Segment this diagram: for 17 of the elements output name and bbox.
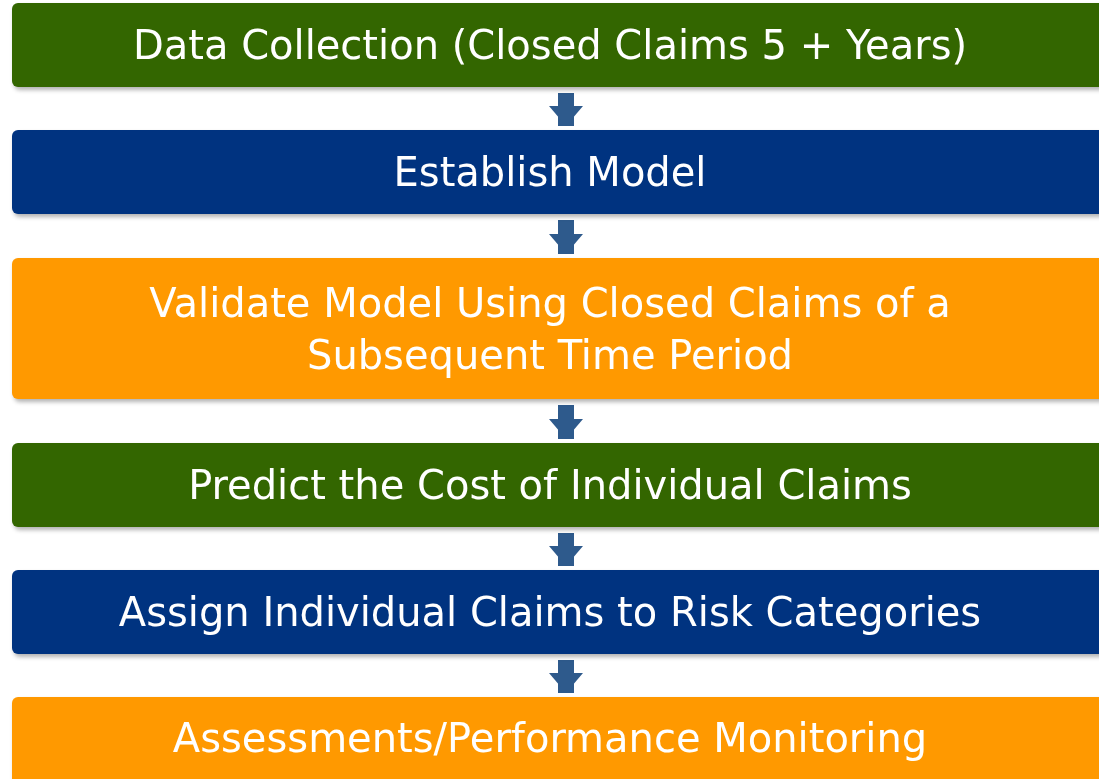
down-arrow [549,405,583,439]
process-box [12,570,1099,654]
down-arrow [549,220,583,254]
step-label: Validate Model Using Closed Claims of a Subsequent Time Period [148,278,952,380]
process-box [12,697,1099,779]
down-arrow [549,533,583,566]
step-label: Establish Model [393,148,707,197]
process-box [12,3,1099,87]
process-box [12,443,1099,527]
step-label: Assessments/Performance Monitoring [172,714,928,763]
process-box [12,258,1099,399]
down-arrow [549,660,583,693]
step-label: Predict the Cost of Individual Claims [188,461,912,510]
step-label: Assign Individual Claims to Risk Categories [118,588,982,637]
down-arrow [549,93,583,126]
process-box [12,130,1099,214]
step-label: Data Collection (Closed Claims 5 + Years) [132,21,968,70]
